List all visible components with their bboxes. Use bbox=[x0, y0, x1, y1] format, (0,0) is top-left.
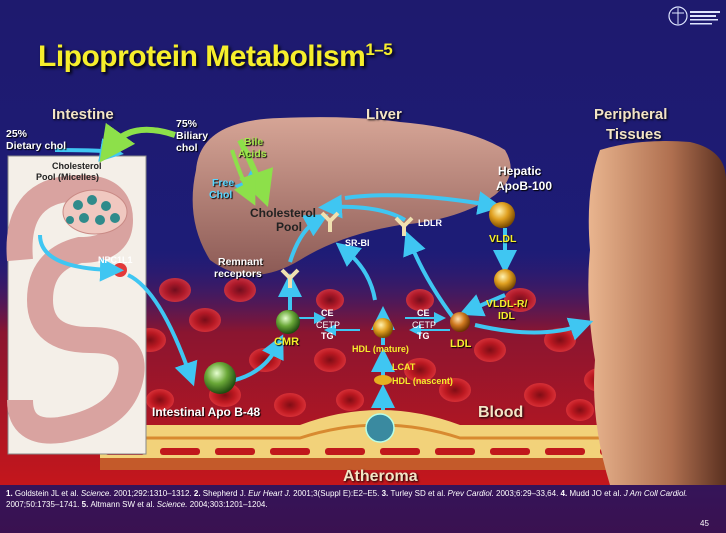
vldl-particle bbox=[489, 202, 515, 228]
hdl-nascent-particle bbox=[374, 375, 392, 385]
lcat-label: LCAT bbox=[392, 362, 416, 372]
vldl-label: VLDL bbox=[489, 233, 517, 245]
remnant-label-line1: Remnant bbox=[218, 256, 263, 268]
dietary-percent: 25% bbox=[6, 128, 28, 140]
free-chol-label-line1: Free bbox=[212, 177, 235, 189]
liver-pool-label-line2: Pool bbox=[276, 220, 302, 234]
npc1l1-marker bbox=[113, 263, 127, 277]
ldl-particle bbox=[450, 312, 470, 332]
page-number: 45 bbox=[700, 519, 709, 528]
reference-item: 5. Altmann SW et al. Science. 2004;303:1… bbox=[81, 500, 268, 509]
biliary-label-line1: Biliary bbox=[176, 130, 209, 142]
apob48-label: Intestinal Apo B-48 bbox=[152, 405, 261, 419]
peripheral-heading-line1: Peripheral bbox=[594, 106, 668, 123]
free-chol-label-line2: Chol bbox=[209, 189, 233, 201]
vldl-r-label-line2: IDL bbox=[498, 310, 515, 322]
cmr-particle bbox=[276, 310, 300, 334]
hdl-nascent-label: HDL (nascent) bbox=[392, 376, 453, 386]
reference-item: 3. Turley SD et al. Prev Cardiol. 2003;6… bbox=[381, 489, 561, 498]
micelle-pool-label-line1: Cholesterol bbox=[52, 161, 102, 171]
tg-label-right: TG bbox=[417, 331, 430, 341]
receptor-shapes bbox=[280, 211, 414, 288]
idl-particle bbox=[494, 269, 516, 291]
biliary-percent: 75% bbox=[176, 118, 198, 130]
macrophage bbox=[365, 413, 395, 443]
blood-heading: Blood bbox=[478, 404, 524, 421]
ce-label-right: CE bbox=[417, 308, 430, 318]
hdl-mature-label: HDL (mature) bbox=[352, 344, 409, 354]
vldl-r-label-line1: VLDL-R/ bbox=[486, 298, 528, 310]
ce-label-left: CE bbox=[321, 308, 334, 318]
bile-arrows bbox=[99, 122, 274, 207]
liver-pool-label-line1: Cholesterol bbox=[250, 206, 317, 220]
peripheral-body bbox=[588, 141, 726, 485]
liver-heading: Liver bbox=[366, 106, 402, 123]
title-reference-superscript: 1–5 bbox=[365, 40, 393, 59]
biliary-label-line2: chol bbox=[176, 142, 198, 154]
micelle-pool-label-line2: Pool (Micelles) bbox=[36, 172, 100, 182]
bile-acids-label-line1: Bile bbox=[244, 136, 264, 148]
tg-label-left: TG bbox=[321, 331, 334, 341]
reference-item: 1. Goldstein JL et al. Science. 2001;292… bbox=[6, 489, 194, 498]
peripheral-heading-line2: Tissues bbox=[606, 126, 662, 143]
cmr-label: CMR bbox=[274, 336, 300, 348]
micelles bbox=[66, 195, 120, 225]
cetp-label-left: CETP bbox=[316, 320, 341, 330]
institution-logo bbox=[668, 6, 720, 26]
dietary-label: Dietary chol bbox=[6, 140, 67, 152]
hepatic-label-line1: Hepatic bbox=[498, 164, 542, 178]
intestine-tube bbox=[6, 175, 145, 444]
hdl-mature-particle bbox=[373, 318, 393, 338]
ldlr-label: LDLR bbox=[418, 218, 442, 228]
intestine-heading: Intestine bbox=[52, 106, 114, 123]
references: 1. Goldstein JL et al. Science. 2001;292… bbox=[6, 488, 706, 510]
atheroma-heading: Atheroma bbox=[343, 468, 418, 485]
ldl-label: LDL bbox=[450, 338, 472, 350]
bile-acids-label-line2: Acids bbox=[238, 148, 267, 160]
hepatic-label-line2: ApoB-100 bbox=[496, 179, 553, 193]
npc1l1-label: NPC1L1 bbox=[98, 255, 133, 265]
cetp-label-right: CETP bbox=[412, 320, 437, 330]
srbi-label: SR-BI bbox=[345, 238, 370, 248]
reference-item: 2. Shepherd J. Eur Heart J. 2001;3(Suppl… bbox=[193, 489, 382, 498]
reference-item: 4. Mudd JO et al. J Am Coll Cardiol. 200… bbox=[6, 489, 688, 509]
slide-title: Lipoprotein Metabolism1–5 bbox=[38, 40, 393, 73]
remnant-label-line2: receptors bbox=[214, 268, 262, 280]
chylomicron-particle bbox=[204, 362, 236, 394]
